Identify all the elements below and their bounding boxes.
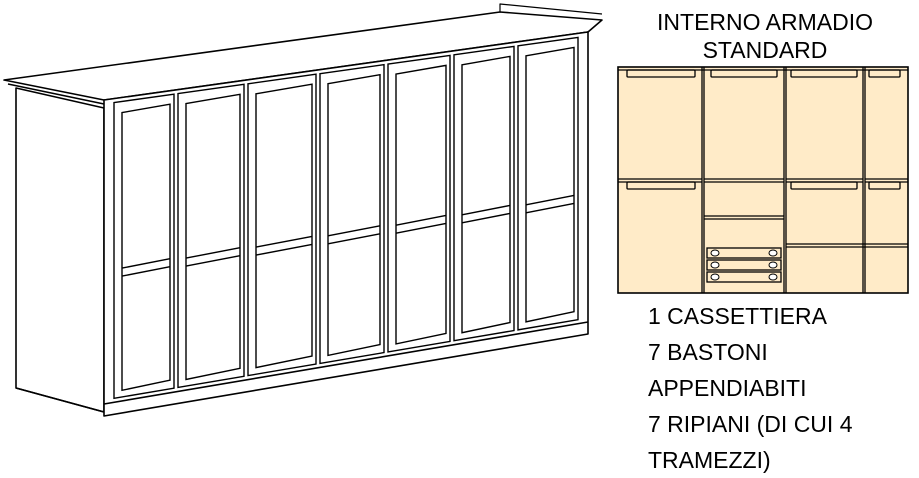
drawer-knob xyxy=(710,261,720,269)
wardrobe-cornice xyxy=(3,11,603,101)
wardrobe-door xyxy=(113,93,175,400)
door-panel-frame xyxy=(525,46,575,323)
specs-list: 1 CASSETTIERA 7 BASTONI APPENDIABITI 7 R… xyxy=(648,298,916,478)
hanging-rail-2 xyxy=(710,69,778,78)
drawer-knob xyxy=(768,273,778,281)
interior-frame xyxy=(617,66,909,294)
spec-hanging-rails: 7 BASTONI xyxy=(648,339,768,365)
wardrobe-door xyxy=(517,36,579,331)
interior-background xyxy=(617,66,909,294)
interior-title: INTERNO ARMADIO STANDARD xyxy=(612,8,918,64)
drawer-2 xyxy=(706,259,782,271)
wardrobe-front xyxy=(103,31,589,417)
drawer-knob xyxy=(768,261,778,269)
wardrobe-doors xyxy=(113,36,579,400)
door-panel-frame xyxy=(121,103,171,392)
door-panel-frame xyxy=(185,93,241,381)
hanging-rail-6 xyxy=(790,181,858,190)
door-panel-frame xyxy=(461,55,511,334)
door-panel-frame xyxy=(255,83,313,369)
wardrobe-door xyxy=(319,63,385,365)
door-mid-rail xyxy=(461,204,511,216)
hanging-rail-1 xyxy=(626,69,696,78)
interior-title-line-2: STANDARD xyxy=(702,37,828,63)
spec-shelves-cont: TRAMEZZI) xyxy=(648,447,771,473)
hanging-rail-5 xyxy=(626,181,696,190)
door-mid-rail xyxy=(185,247,241,259)
interior-layout-plan xyxy=(617,66,909,294)
door-mid-rail xyxy=(121,258,171,269)
drawer-1 xyxy=(706,247,782,259)
interior-title-line-1: INTERNO ARMADIO xyxy=(657,9,873,35)
spec-hanging-rails-cont: APPENDIABITI xyxy=(648,375,807,401)
hanging-rail-7 xyxy=(868,181,901,190)
door-mid-rail xyxy=(395,214,447,226)
door-mid-rail xyxy=(525,194,575,206)
wardrobe-plinth xyxy=(103,321,589,405)
wardrobe-door xyxy=(453,45,515,342)
hanging-rail-3 xyxy=(790,69,858,78)
drawer-3 xyxy=(706,271,782,283)
wardrobe-door xyxy=(387,54,451,353)
door-panel-frame xyxy=(395,64,447,345)
wardrobe-drawing xyxy=(3,3,603,417)
hanging-rail-4 xyxy=(868,69,901,78)
wardrobe-door xyxy=(177,83,245,389)
door-mid-rail xyxy=(327,225,381,237)
door-mid-rail xyxy=(255,235,313,248)
spec-drawer-unit: 1 CASSETTIERA xyxy=(648,303,827,329)
wardrobe-door xyxy=(247,73,317,377)
drawer-knob xyxy=(710,249,720,257)
drawer-knob xyxy=(710,273,720,281)
drawer-knob xyxy=(768,249,778,257)
door-panel-frame xyxy=(327,73,381,357)
spec-shelves: 7 RIPIANI (DI CUI 4 xyxy=(648,411,853,437)
wardrobe-side-panel xyxy=(15,87,105,413)
